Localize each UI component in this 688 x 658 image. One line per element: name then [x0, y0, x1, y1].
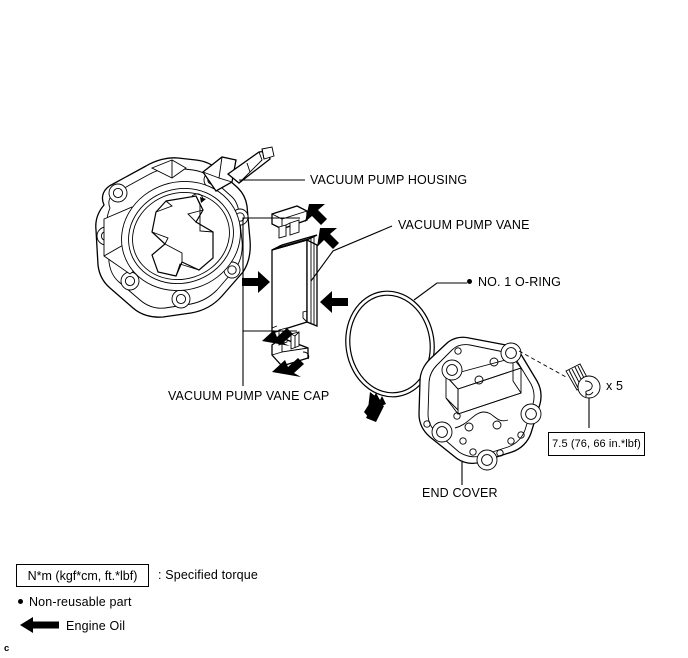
engine-oil-arrow	[272, 358, 304, 377]
page-mark: c	[4, 643, 10, 654]
vacuum-pump-housing-illustration	[95, 146, 275, 318]
leader-line-vane-cap	[242, 217, 300, 386]
callout-vacuum-pump-housing: VACUUM PUMP HOUSING	[310, 173, 468, 187]
legend-engine-oil-arrow-icon	[20, 617, 59, 633]
leader-line-o-ring	[413, 282, 467, 301]
legend-torque-box: N*m (kgf*cm, ft.*lbf)	[16, 564, 149, 587]
vacuum-pump-vane-cap-top-illustration	[271, 205, 308, 239]
non-reusable-dot-icon	[467, 279, 472, 285]
engine-oil-arrows	[242, 204, 348, 377]
callout-vacuum-pump-vane-cap: VACUUM PUMP VANE CAP	[168, 389, 330, 403]
assembly-dash-line	[518, 350, 567, 378]
no-1-o-ring-illustration	[345, 290, 435, 422]
callout-no-1-o-ring: NO. 1 O-RING	[467, 276, 561, 289]
callout-no-1-o-ring-label: NO. 1 O-RING	[478, 275, 562, 289]
torque-spec-box: 7.5 (76, 66 in.*lbf)	[548, 432, 645, 456]
legend-non-reusable: Non-reusable part	[18, 596, 132, 609]
non-reusable-dot-icon	[18, 599, 23, 605]
vacuum-pump-vane-illustration	[271, 234, 318, 334]
bolt-illustration	[518, 350, 601, 399]
engine-oil-arrow	[317, 228, 339, 249]
torque-spec-value: 7.5 (76, 66 in.*lbf)	[552, 438, 641, 450]
engine-oil-arrow	[262, 328, 293, 346]
legend-non-reusable-label: Non-reusable part	[29, 595, 132, 609]
engine-oil-arrow-shaft	[366, 401, 384, 422]
leader-line-vane	[310, 225, 393, 282]
engine-oil-arrow	[320, 291, 348, 313]
end-cover-illustration	[418, 336, 542, 471]
engine-oil-arrow	[305, 204, 327, 225]
callout-bolt-quantity: x 5	[606, 379, 624, 393]
engine-oil-arrow	[242, 271, 270, 293]
legend-torque-units: N*m (kgf*cm, ft.*lbf)	[27, 568, 138, 583]
callout-end-cover: END COVER	[422, 486, 498, 500]
legend-engine-oil-label: Engine Oil	[66, 619, 126, 633]
legend-torque-meaning: : Specified torque	[158, 568, 258, 582]
engine-oil-arrow-head	[368, 392, 385, 409]
callout-vacuum-pump-vane: VACUUM PUMP VANE	[398, 218, 530, 232]
